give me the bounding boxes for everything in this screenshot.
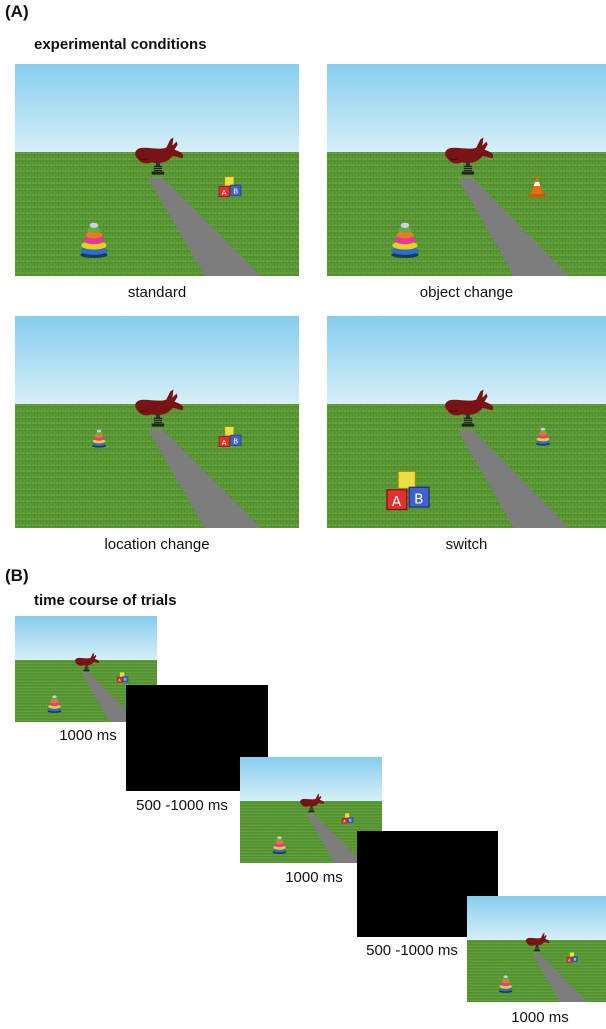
trial-duration-5: 1000 ms: [511, 1009, 569, 1026]
trial-duration-3: 1000 ms: [285, 869, 343, 886]
scene-location-change: [15, 316, 299, 528]
caption-location-change: location change: [104, 536, 210, 553]
panel-b-heading: time course of trials: [34, 592, 177, 609]
panel-a-label: (A): [5, 2, 29, 21]
caption-object-change: object change: [419, 284, 514, 301]
trial-duration-1: 1000 ms: [59, 727, 117, 744]
trial-duration-2: 500 -1000 ms: [136, 797, 228, 814]
panel-b-label: (B): [5, 566, 29, 585]
trial-scene-2: [240, 757, 382, 863]
panel-a-heading: experimental conditions: [34, 36, 207, 53]
scene-switch: [327, 316, 606, 528]
caption-standard: standard: [127, 284, 187, 301]
trial-scene-3: [467, 896, 606, 1002]
caption-switch: switch: [445, 536, 488, 553]
scene-object-change: [327, 64, 606, 276]
scene-standard: [15, 64, 299, 276]
trial-duration-4: 500 -1000 ms: [366, 942, 458, 959]
